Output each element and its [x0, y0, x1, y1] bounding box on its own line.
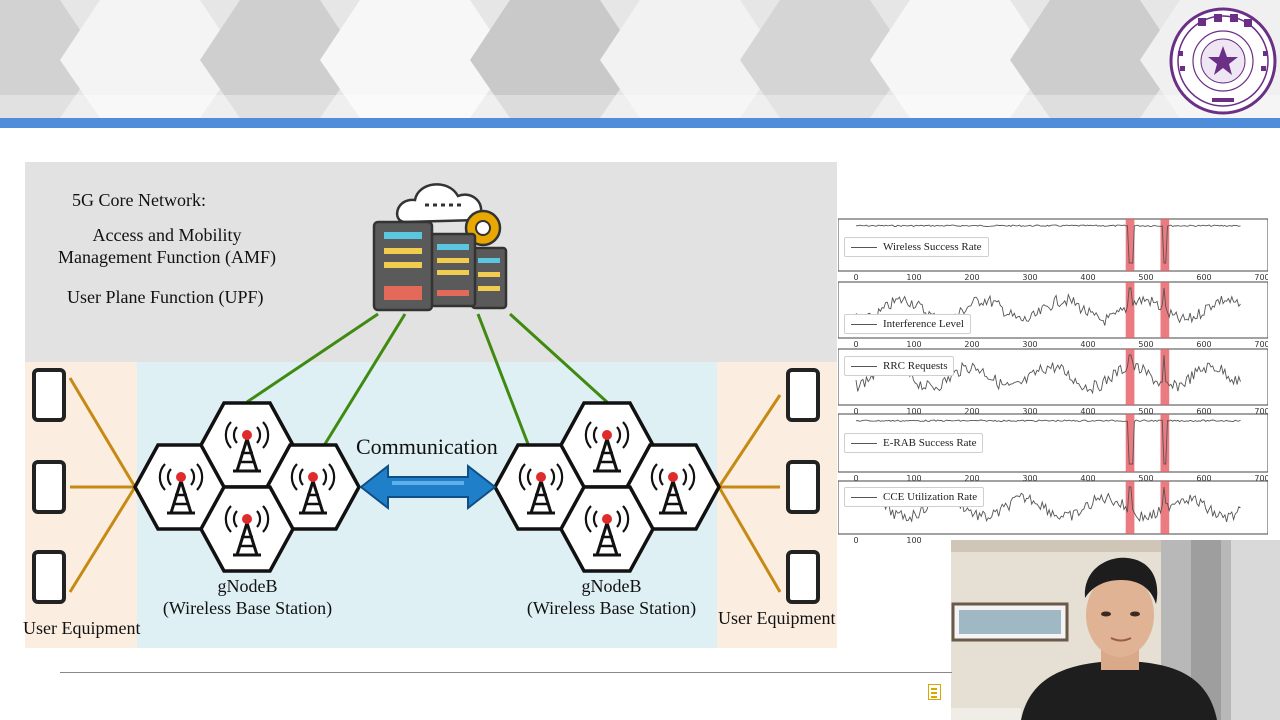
speaker-webcam-video: [951, 540, 1280, 720]
series-line: [855, 287, 1241, 326]
gnodeb-right-line2: (Wireless Base Station): [526, 598, 697, 618]
x-tick-label: 700: [1254, 340, 1268, 349]
communication-arrow: [359, 463, 497, 511]
x-tick-label: 400: [1080, 407, 1095, 416]
legend-rrc-requests: RRC Requests: [844, 356, 955, 376]
anomaly-highlight: [1160, 219, 1170, 271]
x-tick-label: 300: [1022, 273, 1037, 282]
anomaly-highlight: [1160, 282, 1170, 338]
x-tick-label: 0: [853, 536, 858, 545]
x-tick-label: 500: [1138, 340, 1153, 349]
x-tick-label: 0: [853, 407, 858, 416]
x-tick-label: 600: [1196, 273, 1211, 282]
user-equipment-right-label: User Equipment: [718, 608, 836, 628]
x-tick-label: 600: [1196, 407, 1211, 416]
x-tick-label: 100: [906, 407, 921, 416]
core-links: [246, 312, 609, 445]
x-tick-label: 500: [1138, 273, 1153, 282]
amf-label-line1: Access and Mobility: [92, 225, 242, 245]
x-tick-label: 400: [1080, 474, 1095, 483]
x-tick-label: 500: [1138, 474, 1153, 483]
university-seal-logo: [1169, 7, 1277, 115]
anomaly-highlight: [1160, 414, 1170, 472]
anomaly-highlight: [1160, 481, 1170, 534]
x-tick-label: 600: [1196, 474, 1211, 483]
kpi-charts: 0 100 200 300 400 500 600 700 0 100 200 300 400 500 60…: [837, 215, 1270, 550]
core-server-icon: [372, 183, 508, 312]
series-line: [855, 354, 1241, 395]
header-accent-bar: [0, 118, 1280, 128]
x-tick-label: 400: [1080, 273, 1095, 282]
anomaly-highlight: [1125, 349, 1135, 405]
x-tick-label: 100: [906, 474, 921, 483]
x-tick-label: 0: [853, 474, 858, 483]
x-tick-label: 200: [964, 474, 979, 483]
series-line: [855, 486, 1241, 523]
x-tick-label: 500: [1138, 407, 1153, 416]
x-tick-label: 100: [906, 340, 921, 349]
gnodeb-right-line1: gNodeB: [581, 576, 642, 596]
gnodeb-right-label: gNodeB (Wireless Base Station): [524, 575, 699, 619]
legend-interference-level: Interference Level: [844, 314, 971, 334]
x-tick-label: 200: [964, 407, 979, 416]
x-tick-label: 200: [964, 340, 979, 349]
x-tick-label: 700: [1254, 407, 1268, 416]
amf-label: Access and Mobility Management Function …: [56, 224, 278, 268]
gnodeb-left-line1: gNodeB: [217, 576, 278, 596]
x-tick-label: 700: [1254, 474, 1268, 483]
core-network-title: 5G Core Network:: [72, 190, 206, 210]
legend-cce-utilization-rate: CCE Utilization Rate: [844, 487, 985, 507]
x-tick-label: 300: [1022, 340, 1037, 349]
header-banner: [0, 0, 1280, 118]
x-tick-label: 300: [1022, 474, 1037, 483]
hexagon-pattern: [0, 0, 1280, 118]
x-tick-label: 0: [853, 340, 858, 349]
x-tick-label: 700: [1254, 273, 1268, 282]
footer-divider: [60, 672, 952, 673]
notes-icon[interactable]: [928, 684, 941, 700]
amf-label-line2: Management Function (AMF): [58, 247, 276, 267]
phone-icons: [32, 368, 820, 604]
user-equipment-left-label: User Equipment: [23, 618, 141, 638]
ue-links: [68, 377, 782, 593]
x-tick-label: 100: [906, 273, 921, 282]
5g-network-diagram: [25, 162, 837, 648]
anomaly-highlight: [1125, 219, 1135, 271]
x-tick-label: 400: [1080, 340, 1095, 349]
anomaly-highlight: [1125, 282, 1135, 338]
anomaly-highlight: [1125, 414, 1135, 472]
upf-label: User Plane Function (UPF): [67, 287, 264, 307]
series-line: [855, 224, 1241, 264]
legend-erab-success-rate: E-RAB Success Rate: [844, 433, 984, 453]
x-tick-label: 200: [964, 273, 979, 282]
x-tick-label: 100: [906, 536, 921, 545]
anomaly-highlight: [1160, 349, 1170, 405]
x-tick-label: 300: [1022, 407, 1037, 416]
anomaly-highlight: [1125, 481, 1135, 534]
gnodeb-left-label: gNodeB (Wireless Base Station): [160, 575, 335, 619]
communication-label: Communication: [356, 434, 498, 459]
gnodeb-left-line2: (Wireless Base Station): [162, 598, 333, 618]
legend-wireless-success-rate: Wireless Success Rate: [844, 237, 989, 257]
x-tick-label: 600: [1196, 340, 1211, 349]
kpi-charts-svg: 0 100 200 300 400 500 600 700 0 100 200 300 400 500 60…: [837, 218, 1270, 545]
x-tick-label: 0: [853, 273, 858, 282]
series-line: [855, 419, 1241, 465]
